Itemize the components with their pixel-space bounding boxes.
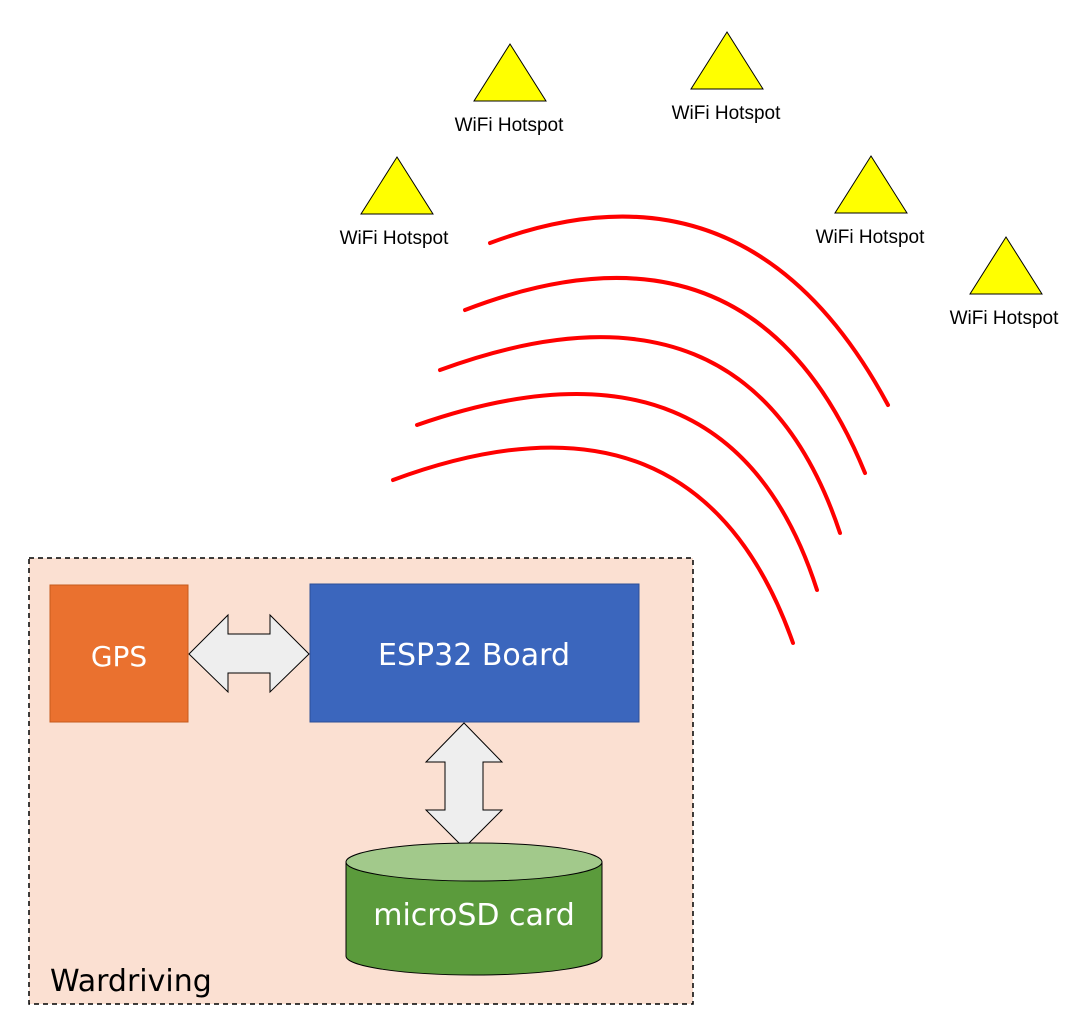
signal-arc-1 — [488, 214, 890, 407]
signal-arc-2 — [463, 276, 867, 475]
hotspot-triangle-icon — [969, 236, 1043, 295]
microsd-top — [345, 842, 603, 882]
hotspot-label: WiFi Hotspot — [340, 228, 449, 249]
hotspot-label: WiFi Hotspot — [816, 227, 925, 248]
signal-arc-4 — [415, 391, 819, 592]
wardriving-group-label: Wardriving — [50, 964, 212, 999]
wifi-hotspot: WiFi Hotspot — [950, 236, 1059, 329]
gps-module: GPS — [49, 584, 189, 723]
microsd-card: microSD card — [345, 842, 603, 976]
signal-arc-3 — [438, 335, 842, 535]
signal-arc-5 — [391, 445, 795, 645]
esp32-label: ESP32 Board — [378, 638, 570, 673]
hotspot-triangle-icon — [473, 43, 547, 102]
gps-esp32-double-arrow — [188, 613, 310, 694]
wifi-signal-waves — [391, 214, 890, 645]
hotspot-triangle-icon — [834, 155, 908, 214]
microsd-body — [345, 861, 603, 976]
esp32-box — [309, 583, 640, 723]
esp32-board: ESP32 Board — [309, 583, 640, 723]
wifi-hotspot: WiFi Hotspot — [672, 31, 781, 124]
gps-label: GPS — [91, 640, 147, 673]
wifi-hotspot: WiFi Hotspot — [340, 156, 449, 249]
hotspot-label: WiFi Hotspot — [455, 115, 564, 136]
gps-box — [49, 584, 189, 723]
microsd-label: microSD card — [373, 898, 575, 933]
wifi-hotspot: WiFi Hotspot — [455, 43, 564, 136]
hotspot-triangle-icon — [690, 31, 764, 90]
wifi-hotspot: WiFi Hotspot — [816, 155, 925, 248]
hotspot-label: WiFi Hotspot — [950, 308, 1059, 329]
hotspot-triangle-icon — [360, 156, 434, 215]
hotspot-label: WiFi Hotspot — [672, 103, 781, 124]
